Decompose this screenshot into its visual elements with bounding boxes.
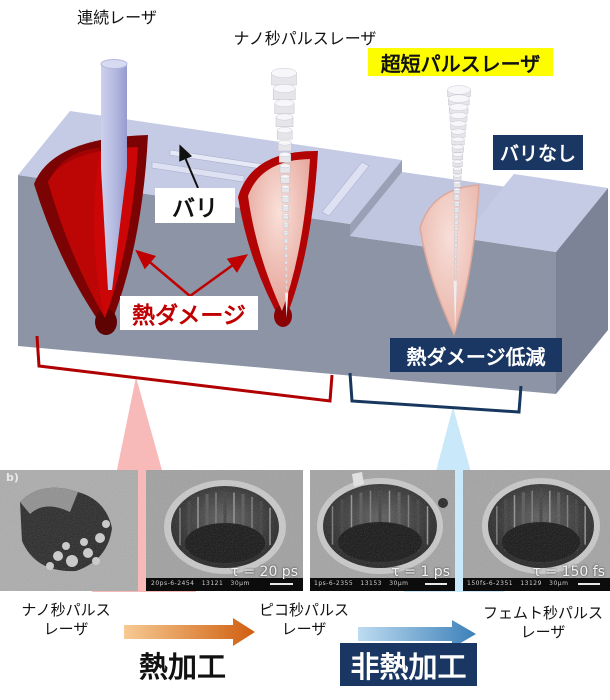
cw-laser-beam xyxy=(100,59,128,290)
sem-image-150fs xyxy=(463,470,610,591)
sem-corner-label: b) xyxy=(6,471,19,484)
nonthermal-bracket xyxy=(348,372,523,414)
timeline-fs-label: フェムト秒パルス レーザ xyxy=(478,604,608,642)
timeline-ps-line1: ピコ秒パルス xyxy=(258,601,349,619)
timeline-ns-line1: ナノ秒パルス xyxy=(21,601,111,619)
thermal-arrow-icon xyxy=(124,618,255,646)
heat-damage-label: 熱ダメージ xyxy=(120,296,258,330)
burr-arrow xyxy=(179,144,199,189)
sem-scalebar-1ps: 1ps-6-2355 13153 30μm xyxy=(314,580,409,587)
sem-tau-150fs: τ = 150 fs xyxy=(532,564,605,580)
burr-label: バリ xyxy=(155,188,235,223)
ns-laser-title: ナノ秒パルスレーザ xyxy=(233,29,377,48)
sem-image-20ps xyxy=(146,470,303,591)
timeline-ns-label: ナノ秒パルス レーザ xyxy=(6,601,126,639)
thermal-bracket xyxy=(35,335,334,403)
nonthermal-arrow-icon xyxy=(358,620,476,648)
nonthermal-processing-label: 非熱加工 xyxy=(340,643,477,686)
heat-damage-pointer xyxy=(135,249,249,298)
cw-laser-title: 連続レーザ xyxy=(77,8,157,27)
sem-scalebar-20ps: 20ps-6-2454 13121 30μm xyxy=(151,580,250,587)
timeline-fs-line1: フェムト秒パルス xyxy=(482,604,603,622)
heat-damage-reduction-label: 熱ダメージ低減 xyxy=(390,338,562,372)
usp-laser-title-highlight: 超短パルスレーザ xyxy=(368,48,553,76)
sem-tau-1ps: τ = 1 ps xyxy=(391,564,450,580)
timeline-ps-line2: レーザ xyxy=(281,619,327,638)
no-burr-label: バリなし xyxy=(493,135,583,170)
timeline-ps-label: ピコ秒パルス レーザ xyxy=(244,601,364,639)
sem-image-cw xyxy=(0,470,138,591)
sem-image-1ps xyxy=(310,470,455,591)
hole-ns-heat-damage xyxy=(238,150,318,327)
sem-tau-20ps: τ = 20 ps xyxy=(230,564,298,580)
hole-usp-reduced-damage xyxy=(419,184,480,337)
usp-pulse-train xyxy=(447,85,471,332)
ns-pulse-train xyxy=(271,67,297,318)
sem-scalebar-150fs: 150fs-6-2351 13129 30μm xyxy=(467,580,569,587)
thermal-processing-label: 熱加工 xyxy=(138,650,226,684)
timeline-ns-line2: レーザ xyxy=(43,619,89,638)
timeline-fs-line2: レーザ xyxy=(520,622,566,641)
